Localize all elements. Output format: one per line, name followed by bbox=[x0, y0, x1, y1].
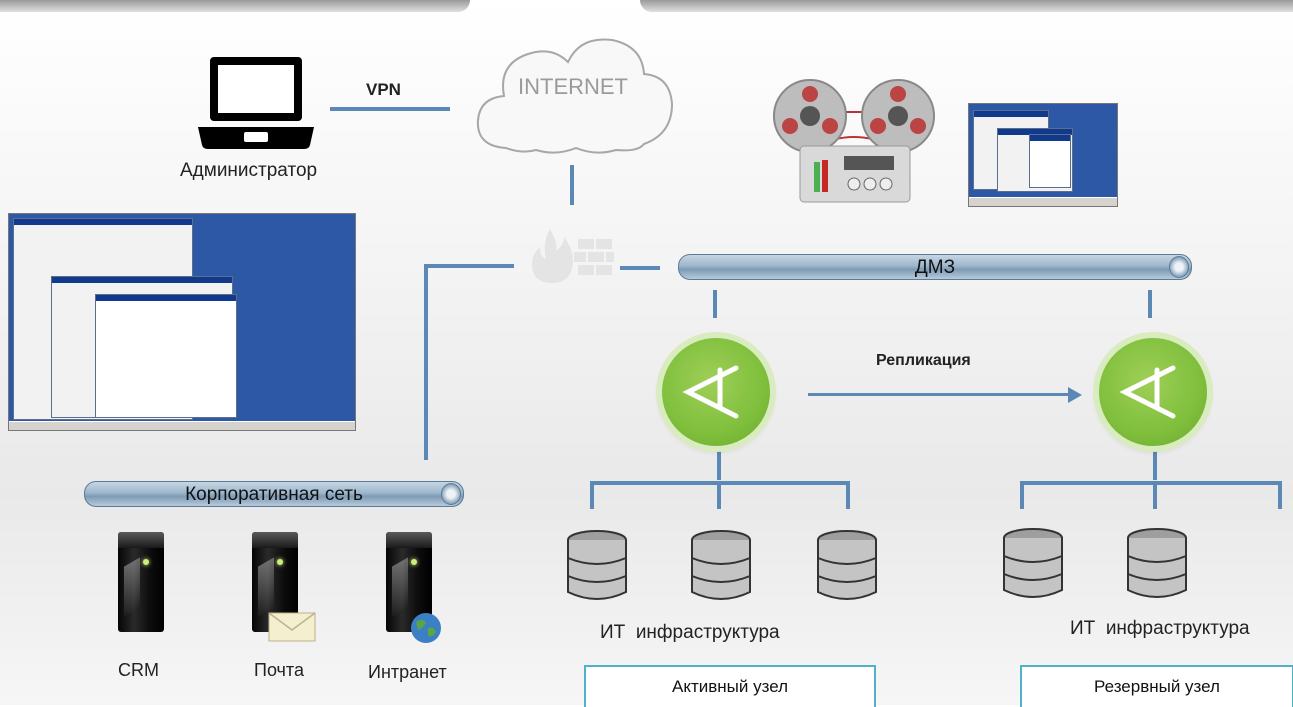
firewall-icon bbox=[531, 229, 614, 283]
globe-icon bbox=[411, 613, 441, 643]
vpn-line bbox=[330, 107, 450, 111]
backup-drop-3 bbox=[1278, 481, 1282, 509]
dmz-label: ДМЗ bbox=[914, 257, 956, 278]
backup-bus bbox=[1020, 481, 1282, 485]
hub-active-down bbox=[717, 450, 721, 480]
database-icon bbox=[691, 530, 751, 600]
tape-recorder-icon bbox=[773, 79, 935, 203]
backup-hub bbox=[1099, 338, 1207, 446]
hub-backup-down bbox=[1153, 450, 1157, 480]
active-drop-3 bbox=[846, 481, 850, 509]
hub-icon bbox=[682, 365, 739, 419]
console-screenshot-large bbox=[8, 213, 356, 431]
it-infrastructure-active-label: ИТ инфраструктура bbox=[600, 622, 780, 643]
it-infrastructure-backup-label: ИТ инфраструктура bbox=[1070, 618, 1250, 639]
backup-node-box: Резервный узел bbox=[1020, 665, 1293, 707]
server-label-intranet: Интранет bbox=[368, 662, 447, 682]
corporate-network-label: Корпоративная сеть bbox=[185, 484, 363, 505]
firewall-right-line bbox=[620, 266, 660, 270]
laptop-icon bbox=[198, 57, 314, 149]
corporate-network-pipe: Корпоративная сеть bbox=[84, 481, 464, 507]
top-decoration-left bbox=[0, 0, 470, 12]
firewall-left-line bbox=[424, 264, 514, 268]
server-icon bbox=[118, 532, 164, 632]
database-icon bbox=[567, 530, 627, 600]
backup-drop-2 bbox=[1153, 481, 1157, 509]
hub-icon bbox=[1119, 365, 1176, 419]
dmz-drop-active bbox=[713, 290, 717, 318]
replication-arrow-head bbox=[1068, 387, 1082, 403]
backup-drop-1 bbox=[1020, 481, 1024, 509]
vpn-label: VPN bbox=[366, 80, 401, 99]
console-screenshot-small bbox=[968, 103, 1118, 207]
internet-down-line bbox=[570, 165, 574, 205]
server-label-crm: CRM bbox=[118, 660, 159, 680]
database-icon bbox=[1127, 528, 1187, 598]
replication-arrow-line bbox=[808, 393, 1070, 396]
database-icon bbox=[1003, 528, 1063, 598]
server-label-mail: Почта bbox=[254, 660, 304, 680]
active-node-box: Активный узел bbox=[584, 665, 876, 707]
dmz-pipe: ДМЗ bbox=[678, 254, 1192, 280]
dmz-pipe-cap bbox=[1169, 256, 1189, 278]
active-hub bbox=[662, 338, 770, 446]
dmz-drop-backup bbox=[1148, 290, 1152, 318]
envelope-icon bbox=[268, 612, 316, 642]
administrator-label: Администратор bbox=[180, 160, 318, 181]
active-drop-1 bbox=[590, 481, 594, 509]
active-drop-2 bbox=[717, 481, 721, 509]
replication-label: Репликация bbox=[876, 352, 971, 369]
corporate-pipe-cap bbox=[441, 483, 461, 505]
database-icon bbox=[817, 530, 877, 600]
corp-vertical-line bbox=[424, 264, 428, 460]
top-decoration-right bbox=[640, 0, 1293, 12]
internet-label: INTERNET bbox=[518, 74, 628, 99]
cloud-icon bbox=[476, 38, 674, 154]
